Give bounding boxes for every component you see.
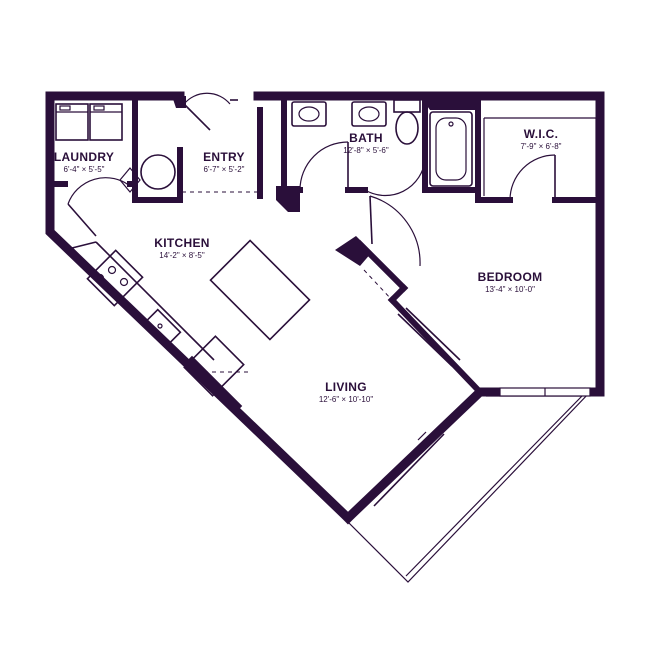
exterior-walls bbox=[45, 91, 605, 525]
water-heater bbox=[119, 154, 176, 193]
washer-dryer bbox=[55, 103, 123, 141]
living-label: LIVING bbox=[325, 380, 367, 394]
interior-walls bbox=[47, 93, 603, 411]
wic-shelving bbox=[483, 117, 597, 201]
laundry-dims: 6'-4" × 5'-5" bbox=[64, 165, 105, 174]
bath-label: BATH bbox=[349, 131, 383, 145]
kitchen-label: KITCHEN bbox=[154, 236, 209, 250]
room-labels: LAUNDRY 6'-4" × 5'-5" ENTRY 6'-7" × 5'-2… bbox=[54, 127, 562, 404]
wic-label: W.I.C. bbox=[524, 127, 558, 141]
bedroom-door bbox=[369, 195, 421, 267]
kitchen-island bbox=[209, 239, 311, 341]
wic-dims: 7'-9" × 6'-8" bbox=[521, 142, 562, 151]
bedroom-window bbox=[499, 387, 591, 397]
kitchen-dims: 14'-2" × 8'-5" bbox=[159, 251, 205, 260]
entry-door bbox=[183, 92, 238, 131]
living-sliding-door bbox=[367, 427, 445, 507]
column-blocks bbox=[172, 96, 478, 266]
laundry-door bbox=[67, 177, 131, 237]
bath-fixtures bbox=[291, 99, 473, 197]
entry-dims: 6'-7" × 5'-2" bbox=[204, 165, 245, 174]
laundry-label: LAUNDRY bbox=[54, 150, 114, 164]
kitchen-counter bbox=[71, 241, 250, 397]
bedroom-dims: 13'-4" × 10'-0" bbox=[485, 285, 535, 294]
bedroom-closet-doors bbox=[363, 269, 461, 367]
entry-label: ENTRY bbox=[203, 150, 245, 164]
bedroom-label: BEDROOM bbox=[478, 270, 543, 284]
bath-dims: 12'-8" × 5'-6" bbox=[343, 146, 389, 155]
living-dims: 12'-6" × 10'-10" bbox=[319, 395, 373, 404]
